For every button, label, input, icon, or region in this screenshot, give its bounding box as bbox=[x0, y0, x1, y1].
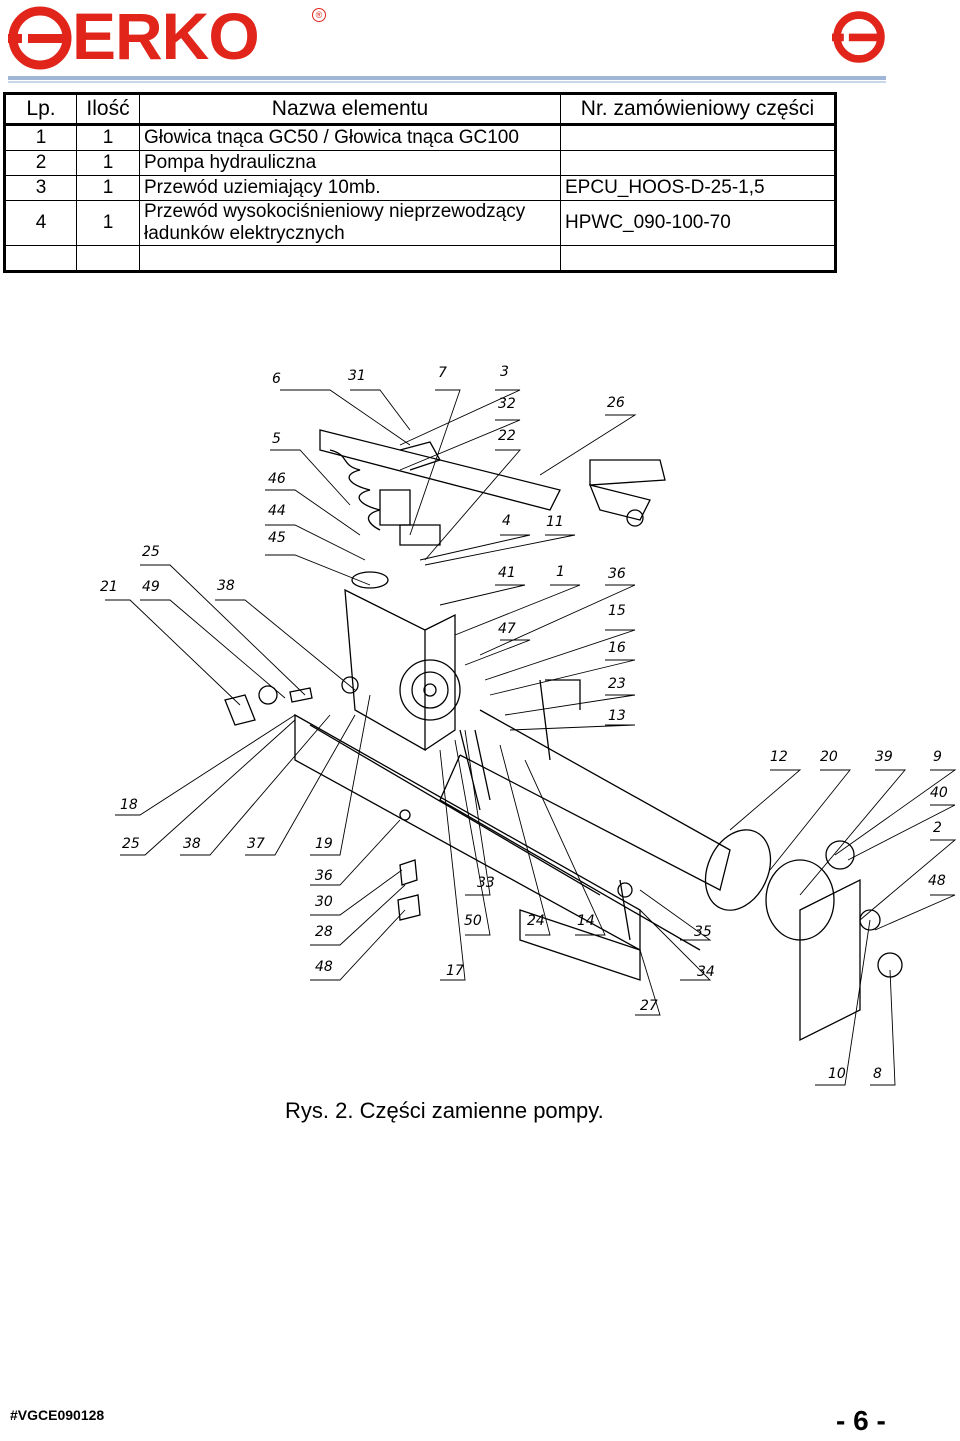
part-label: 24 bbox=[527, 913, 545, 929]
cell-qty: 1 bbox=[76, 150, 140, 176]
cell-lp: 4 bbox=[4, 200, 77, 246]
cell-empty bbox=[139, 245, 561, 272]
cell-order-number bbox=[560, 124, 836, 151]
part-label: 48 bbox=[928, 873, 946, 889]
part-label: 38 bbox=[217, 578, 235, 594]
part-label: 50 bbox=[464, 913, 482, 929]
cell-order-number bbox=[560, 150, 836, 176]
part-label: 23 bbox=[608, 676, 626, 692]
part-label: 8 bbox=[873, 1066, 882, 1082]
cell-name-line2: ładunków elektrycznych bbox=[144, 223, 345, 244]
table-row-empty bbox=[4, 245, 836, 272]
part-label: 36 bbox=[315, 868, 333, 884]
cell-order-number: HPWC_090-100-70 bbox=[560, 200, 836, 246]
cell-name: Pompa hydrauliczna bbox=[139, 150, 561, 176]
part-label: 15 bbox=[608, 603, 626, 619]
part-label: 30 bbox=[315, 894, 333, 910]
part-label: 39 bbox=[875, 749, 893, 765]
header-rule-thin bbox=[8, 81, 886, 83]
header-rule bbox=[8, 76, 886, 80]
table-row: 3 1 Przewód uziemiający 10mb. EPCU_HOOS-… bbox=[4, 175, 836, 201]
figure-caption: Rys. 2. Części zamienne pompy. bbox=[285, 1098, 604, 1123]
cell-empty bbox=[4, 245, 77, 272]
part-label: 37 bbox=[247, 836, 265, 852]
part-labels: 6 31 7 3 32 26 22 5 46 44 45 4 11 25 21 … bbox=[100, 364, 948, 1082]
header-order-number: Nr. zamówieniowy części bbox=[560, 93, 836, 126]
part-label: 7 bbox=[438, 365, 447, 381]
part-label: 18 bbox=[120, 797, 138, 813]
cell-lp: 1 bbox=[4, 124, 77, 151]
part-label: 25 bbox=[122, 836, 140, 852]
cell-qty: 1 bbox=[76, 175, 140, 201]
table-row: 1 1 Głowica tnąca GC50 / Głowica tnąca G… bbox=[4, 124, 836, 151]
part-label: 20 bbox=[820, 749, 838, 765]
cell-name: Przewód uziemiający 10mb. bbox=[139, 175, 561, 201]
part-label: 22 bbox=[498, 428, 516, 444]
part-label: 26 bbox=[607, 395, 625, 411]
header-lp: Lp. bbox=[4, 93, 77, 126]
part-label: 25 bbox=[142, 544, 160, 560]
part-label: 27 bbox=[640, 998, 658, 1014]
part-label: 40 bbox=[930, 785, 948, 801]
part-label: 35 bbox=[694, 924, 712, 940]
part-label: 36 bbox=[608, 566, 626, 582]
cell-empty bbox=[76, 245, 140, 272]
part-label: 47 bbox=[498, 621, 516, 637]
page-header: ERKO ® bbox=[0, 0, 960, 90]
part-label: 19 bbox=[315, 836, 333, 852]
table-row: 2 1 Pompa hydrauliczna bbox=[4, 150, 836, 176]
part-label: 49 bbox=[142, 579, 160, 595]
cell-name: Głowica tnąca GC50 / Głowica tnąca GC100 bbox=[139, 124, 561, 151]
table-row: 4 1 Przewód wysokociśnieniowy nieprzewod… bbox=[4, 200, 836, 246]
part-label: 31 bbox=[348, 368, 366, 384]
part-label: 33 bbox=[477, 875, 495, 891]
part-label: 3 bbox=[500, 364, 509, 380]
part-label: 6 bbox=[272, 371, 281, 387]
header-qty: Ilość bbox=[76, 93, 140, 126]
exploded-parts-drawing: 6 31 7 3 32 26 22 5 46 44 45 4 11 25 21 … bbox=[100, 364, 957, 1086]
part-label: 10 bbox=[828, 1066, 846, 1082]
part-label: 12 bbox=[770, 749, 788, 765]
table-header-row: Lp. Ilość Nazwa elementu Nr. zamówieniow… bbox=[4, 93, 836, 126]
registered-mark: ® bbox=[312, 8, 326, 22]
part-label: 41 bbox=[498, 565, 516, 581]
cell-name-line1: Przewód wysokociśnieniowy nieprzewodzący bbox=[144, 201, 526, 222]
part-label: 9 bbox=[933, 749, 942, 765]
cell-empty bbox=[560, 245, 836, 272]
erko-emblem-icon bbox=[832, 11, 885, 63]
part-label: 4 bbox=[502, 513, 511, 529]
header-name: Nazwa elementu bbox=[139, 93, 561, 126]
cell-name: Przewód wysokociśnieniowy nieprzewodzący… bbox=[139, 200, 561, 246]
cell-order-number: EPCU_HOOS-D-25-1,5 bbox=[560, 175, 836, 201]
part-label: 44 bbox=[268, 503, 286, 519]
cell-qty: 1 bbox=[76, 124, 140, 151]
part-label: 5 bbox=[272, 431, 281, 447]
cell-lp: 3 bbox=[4, 175, 77, 201]
part-label: 28 bbox=[315, 924, 333, 940]
cell-lp: 2 bbox=[4, 150, 77, 176]
part-label: 48 bbox=[315, 959, 333, 975]
part-label: 34 bbox=[697, 964, 715, 980]
page-number: - 6 - bbox=[836, 1405, 886, 1436]
part-label: 38 bbox=[183, 836, 201, 852]
part-label: 46 bbox=[268, 471, 286, 487]
erko-logo-icon bbox=[8, 6, 72, 70]
leader-lines bbox=[105, 389, 957, 1086]
part-label: 17 bbox=[446, 963, 464, 979]
part-label: 32 bbox=[498, 396, 516, 412]
part-label: 45 bbox=[268, 530, 286, 546]
cell-qty: 1 bbox=[76, 200, 140, 246]
part-label: 16 bbox=[608, 640, 626, 656]
part-label: 11 bbox=[546, 514, 564, 530]
part-label: 2 bbox=[933, 820, 942, 836]
document-id: #VGCE090128 bbox=[10, 1407, 105, 1423]
part-label: 1 bbox=[556, 564, 565, 580]
part-label: 21 bbox=[100, 579, 118, 595]
logo-wordmark: ERKO bbox=[72, 0, 260, 73]
part-label: 14 bbox=[577, 913, 595, 929]
parts-table: Lp. Ilość Nazwa elementu Nr. zamówieniow… bbox=[3, 92, 837, 273]
part-label: 13 bbox=[608, 708, 626, 724]
pump-assembly-outline bbox=[224, 429, 903, 1042]
